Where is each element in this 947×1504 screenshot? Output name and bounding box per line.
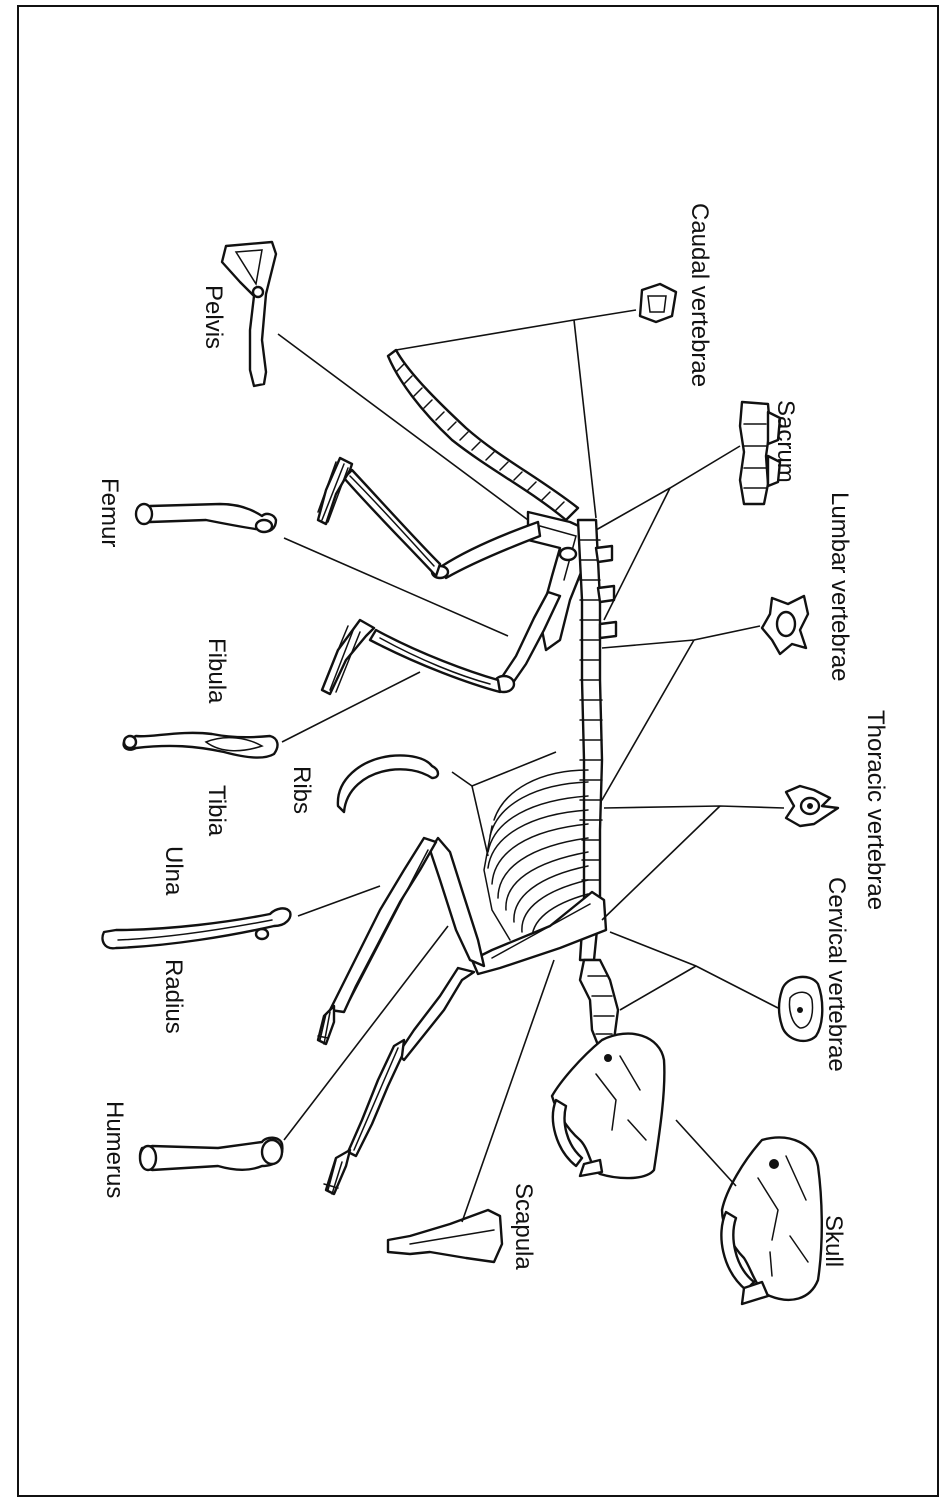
label-caudal-vertebrae: Caudal vertebrae	[686, 203, 713, 387]
label-humerus: Humerus	[101, 1101, 128, 1198]
humerus-bone	[140, 1138, 282, 1170]
vertebral-column	[578, 520, 618, 1050]
label-lumbar-vertebrae: Lumbar vertebrae	[826, 492, 853, 681]
forelimbs	[318, 838, 484, 1194]
leader-lines	[278, 310, 784, 1222]
label-sacrum: Sacrum	[772, 400, 799, 483]
label-scapula: Scapula	[510, 1183, 537, 1270]
label-skull: Skull	[820, 1215, 847, 1267]
label-radius: Radius	[160, 959, 187, 1034]
label-tibia: Tibia	[203, 785, 230, 837]
skull-in-skeleton	[552, 1034, 664, 1178]
pelvis-bone	[222, 242, 276, 386]
tail	[388, 350, 578, 520]
caudal-vertebra-bone	[640, 284, 676, 322]
femur-bone	[136, 504, 276, 532]
label-fibula: Fibula	[203, 638, 230, 704]
scapula-bone	[388, 1210, 502, 1262]
cervical-vertebra-bone	[779, 977, 822, 1041]
thoracic-vertebra-bone	[786, 786, 838, 826]
label-ribs: Ribs	[288, 766, 315, 814]
radius-ulna-bone	[103, 908, 291, 948]
label-cervical-vertebrae: Cervical vertebrae	[823, 877, 850, 1072]
label-ulna: Ulna	[160, 846, 187, 896]
label-thoracic-vertebrae: Thoracic vertebrae	[862, 710, 889, 910]
lumbar-vertebra-bone	[762, 596, 808, 654]
skull-bone	[721, 1138, 821, 1304]
label-pelvis: Pelvis	[200, 285, 227, 349]
rib-bone	[338, 755, 438, 812]
hindlimbs	[318, 458, 560, 694]
label-femur: Femur	[96, 478, 123, 547]
tibia-fibula-bone	[124, 733, 278, 758]
